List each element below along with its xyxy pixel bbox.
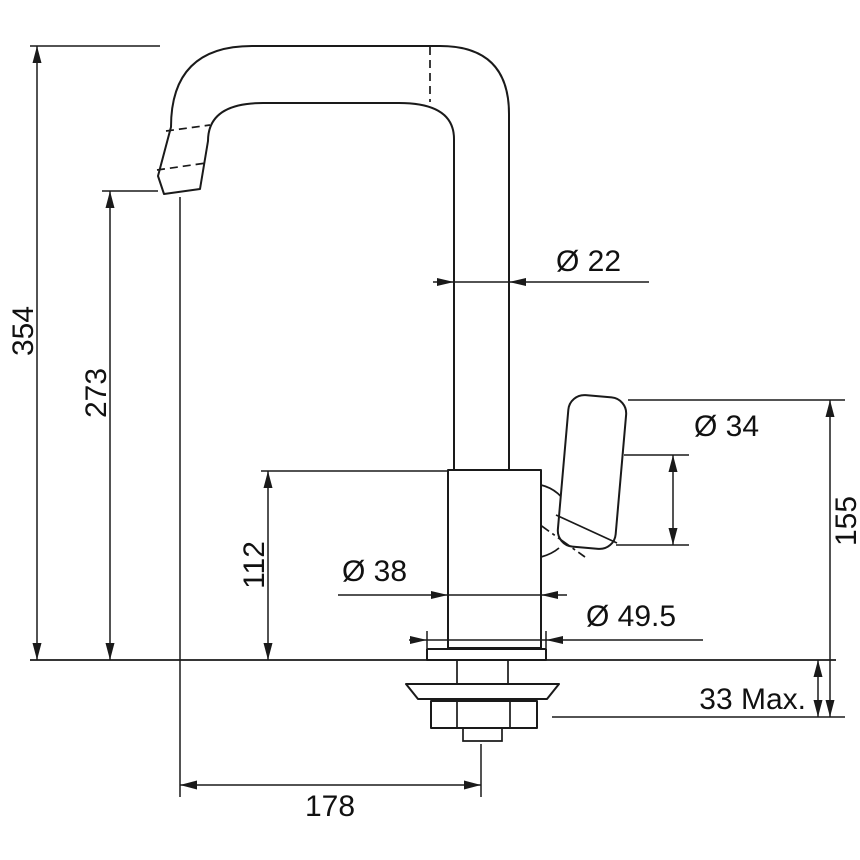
dim-handle-diameter: Ø 34 xyxy=(616,410,759,546)
dim-handle-diameter-label: Ø 34 xyxy=(694,410,759,443)
aerator-hidden-line xyxy=(156,162,207,171)
arrowhead-up xyxy=(32,46,42,63)
dim-base-diameter-label: Ø 49.5 xyxy=(586,600,676,633)
dim-body-diameter: Ø 38 xyxy=(338,555,567,599)
arrowhead-left xyxy=(541,591,558,599)
nut-facet-lines xyxy=(456,701,511,728)
arrowhead-up xyxy=(825,400,835,417)
dim-spout-reach-label: 178 xyxy=(305,790,355,823)
dim-spout-tube-diameter: Ø 22 xyxy=(433,245,649,286)
arrowhead-up xyxy=(813,660,823,677)
dim-max-deck-thickness: 33 Max. xyxy=(699,660,823,717)
arrowhead-down xyxy=(813,700,823,717)
arrowhead-down xyxy=(105,643,115,660)
spout-bend-hidden-line xyxy=(165,124,211,132)
mounting-washer xyxy=(405,683,560,700)
arrowhead-down xyxy=(32,643,42,660)
arrowhead-right xyxy=(410,636,427,644)
arrowhead-down xyxy=(263,643,273,660)
arrowhead-left xyxy=(546,636,563,644)
arrowhead-up xyxy=(105,191,115,208)
dim-spout-tube-diameter-label: Ø 22 xyxy=(556,245,621,278)
spout-outline xyxy=(157,45,510,471)
dim-spout-reach: 178 xyxy=(179,197,482,823)
arrowhead-right xyxy=(464,780,481,790)
arrowhead-up xyxy=(263,471,273,488)
arrowhead-down xyxy=(668,528,678,545)
arrowhead-right xyxy=(437,278,454,286)
dim-max-deck-thickness-label: 33 Max. xyxy=(699,683,806,716)
handle-joint-line xyxy=(555,514,618,544)
handle-lever xyxy=(556,394,628,550)
arrowhead-up xyxy=(668,455,678,472)
dim-deck-to-spout-base-label: 112 xyxy=(238,541,271,589)
faucet-body xyxy=(447,469,542,649)
dim-base-diameter: Ø 49.5 xyxy=(409,600,703,648)
dim-spout-outlet-height-label: 273 xyxy=(80,368,113,418)
shank-upper xyxy=(456,660,509,683)
faucet-figure xyxy=(30,45,836,742)
handle-joint-bottom-curve xyxy=(540,547,560,558)
dim-deck-to-spout-base: 112 xyxy=(238,470,448,660)
dim-handle-height-label: 155 xyxy=(830,496,860,546)
mounting-nut xyxy=(430,700,538,729)
dim-handle-height: 155 xyxy=(552,399,860,718)
shank-stub xyxy=(462,728,503,742)
dim-body-diameter-label: Ø 38 xyxy=(342,555,407,588)
arrowhead-left xyxy=(509,278,526,286)
dim-spout-outlet-height: 273 xyxy=(80,190,158,660)
dim-total-height-label: 354 xyxy=(7,306,40,356)
dim-total-height: 354 xyxy=(7,45,160,660)
base-flange xyxy=(426,648,547,661)
arrowhead-right xyxy=(431,591,448,599)
arrowhead-down xyxy=(825,700,835,717)
arrowhead-left xyxy=(180,780,197,790)
